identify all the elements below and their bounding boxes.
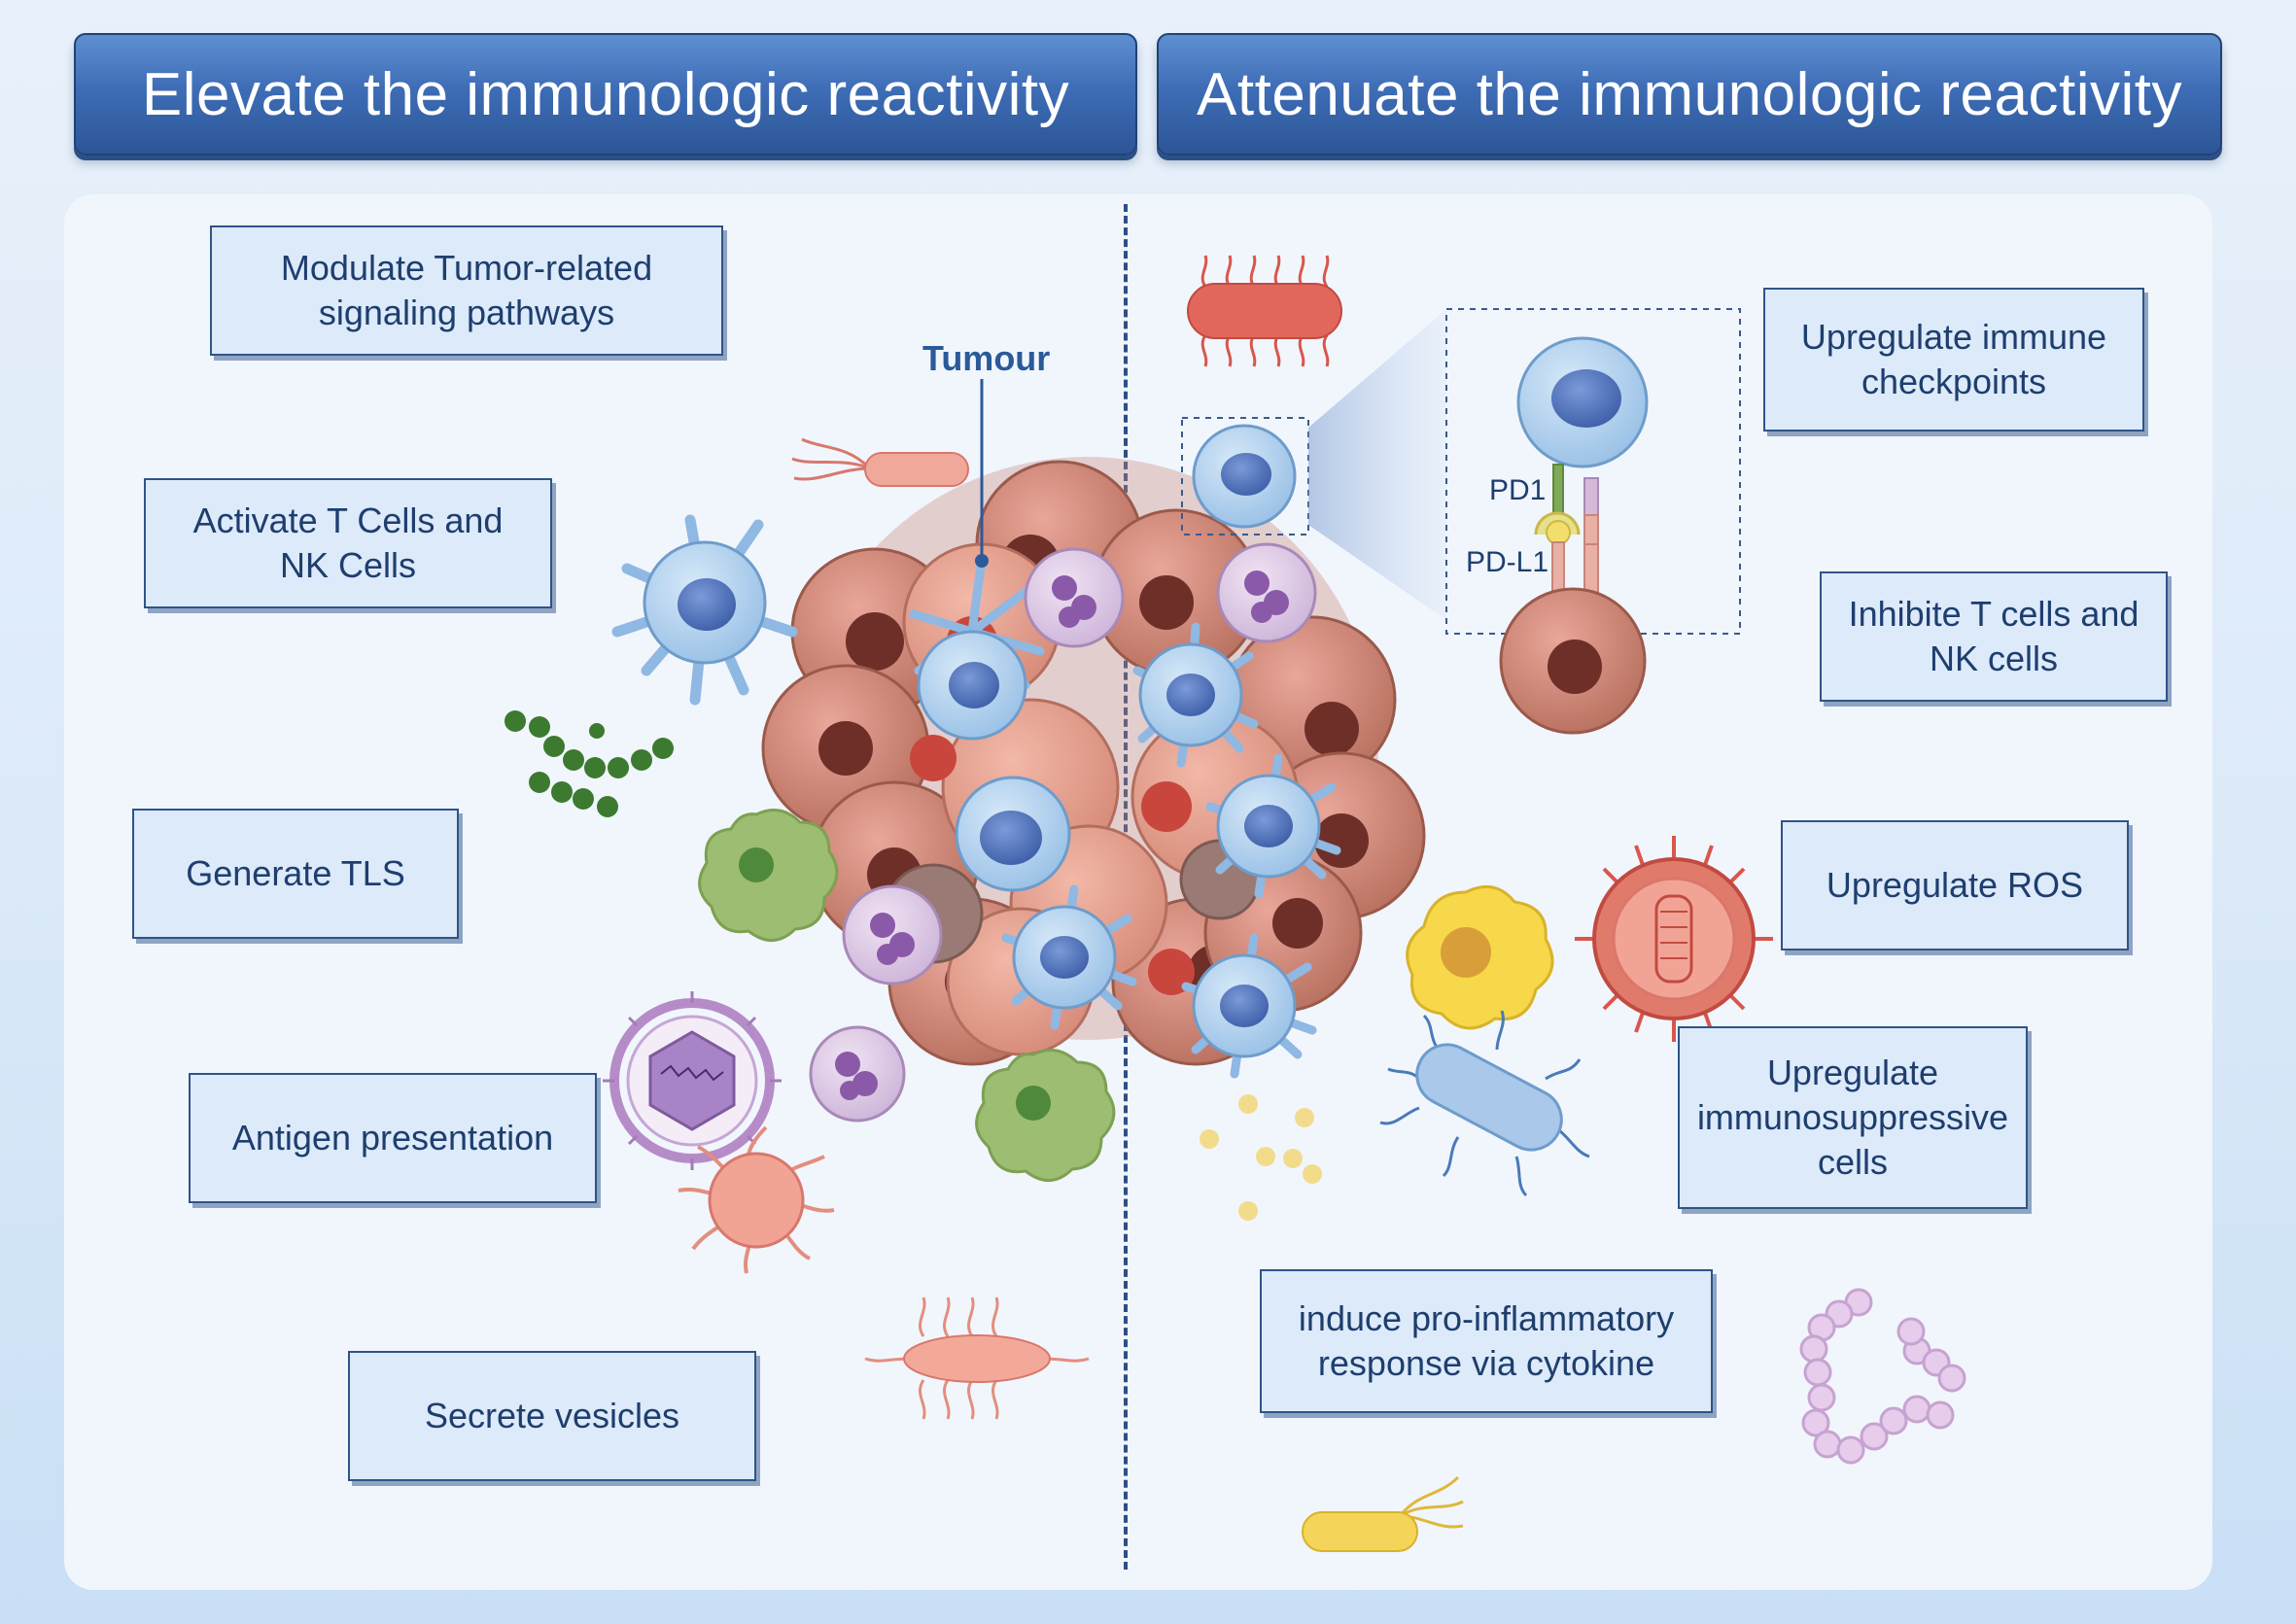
cocci-chain-green	[504, 710, 674, 817]
box-upregulate-immunosuppressive-text: Upregulate immunosuppressive cells	[1696, 1053, 2009, 1182]
yellow-cell	[1406, 884, 1554, 1030]
rod-bacterium-blue	[1379, 1010, 1590, 1197]
box-upregulate-immunosuppressive: Upregulate immunosuppressive cells	[1678, 1026, 2028, 1209]
zoom-beam	[1308, 309, 1446, 620]
tumour-cluster	[761, 457, 1426, 1079]
header-attenuate-text: Attenuate the immunologic reactivity	[1197, 60, 2182, 128]
box-upregulate-checkpoints-text: Upregulate immune checkpoints	[1800, 317, 2107, 401]
cocci-chain-purple	[1799, 1288, 1966, 1465]
box-pro-inflammatory: induce pro-inflammatory response via cyt…	[1260, 1269, 1713, 1413]
inset-source-box	[1181, 417, 1309, 536]
flagellated-bacterium-pink	[864, 1296, 1090, 1420]
checkpoint-inset	[1445, 308, 1741, 735]
box-generate-tls-text: Generate TLS	[186, 853, 405, 893]
tumour-pointer-dot	[975, 554, 989, 568]
neutrophil	[842, 884, 943, 985]
green-cell	[975, 1049, 1116, 1182]
box-activate-t-nk-text: Activate T Cells and NK Cells	[192, 501, 504, 585]
header-elevate-text: Elevate the immunologic reactivity	[141, 60, 1070, 128]
neutrophil	[1216, 542, 1317, 643]
rod-bacterium-red	[1187, 255, 1342, 367]
yellow-bacterium	[1302, 1475, 1464, 1552]
box-upregulate-checkpoints: Upregulate immune checkpoints	[1763, 288, 2144, 432]
tumour-label: Tumour	[922, 338, 1051, 378]
cytokine-dots	[1200, 1094, 1322, 1221]
rod-bacterium-pink	[791, 437, 969, 487]
box-upregulate-ros-text: Upregulate ROS	[1826, 865, 2084, 905]
box-upregulate-ros: Upregulate ROS	[1781, 820, 2129, 950]
dendritic-cell	[909, 554, 1045, 741]
dendritic-cell-free	[611, 514, 798, 706]
box-inhibite-t-nk: Inhibite T cells and NK cells	[1820, 571, 2168, 702]
spiky-cell-pink	[678, 1125, 835, 1274]
virus-purple	[603, 991, 782, 1170]
virus-red	[1575, 836, 1773, 1042]
pd1-label: PD1	[1489, 474, 1547, 506]
box-secrete-vesicles: Secrete vesicles	[348, 1351, 756, 1481]
dendritic-cell	[1001, 884, 1137, 1030]
box-pro-inflammatory-text: induce pro-inflammatory response via cyt…	[1298, 1298, 1675, 1383]
box-activate-t-nk: Activate T Cells and NK Cells	[144, 478, 552, 608]
neutrophil	[1024, 547, 1125, 648]
t-cell	[955, 776, 1071, 892]
dendritic-cell	[1132, 622, 1259, 768]
box-modulate-pathways-text: Modulate Tumor-related signaling pathway…	[280, 248, 653, 332]
header-attenuate: Attenuate the immunologic reactivity	[1157, 33, 2222, 155]
dendritic-cell	[1181, 933, 1317, 1079]
neutrophil-free	[809, 1025, 906, 1123]
box-antigen-presentation: Antigen presentation	[189, 1073, 597, 1203]
green-cell	[698, 809, 839, 942]
box-modulate-pathways: Modulate Tumor-related signaling pathway…	[210, 225, 723, 356]
box-inhibite-t-nk-text: Inhibite T cells and NK cells	[1848, 594, 2139, 678]
header-elevate: Elevate the immunologic reactivity	[74, 33, 1137, 155]
dendritic-cell	[1205, 753, 1341, 899]
box-antigen-presentation-text: Antigen presentation	[231, 1118, 554, 1158]
box-generate-tls: Generate TLS	[132, 809, 459, 939]
pdl1-label: PD-L1	[1466, 546, 1549, 578]
box-secrete-vesicles-text: Secrete vesicles	[424, 1396, 680, 1435]
